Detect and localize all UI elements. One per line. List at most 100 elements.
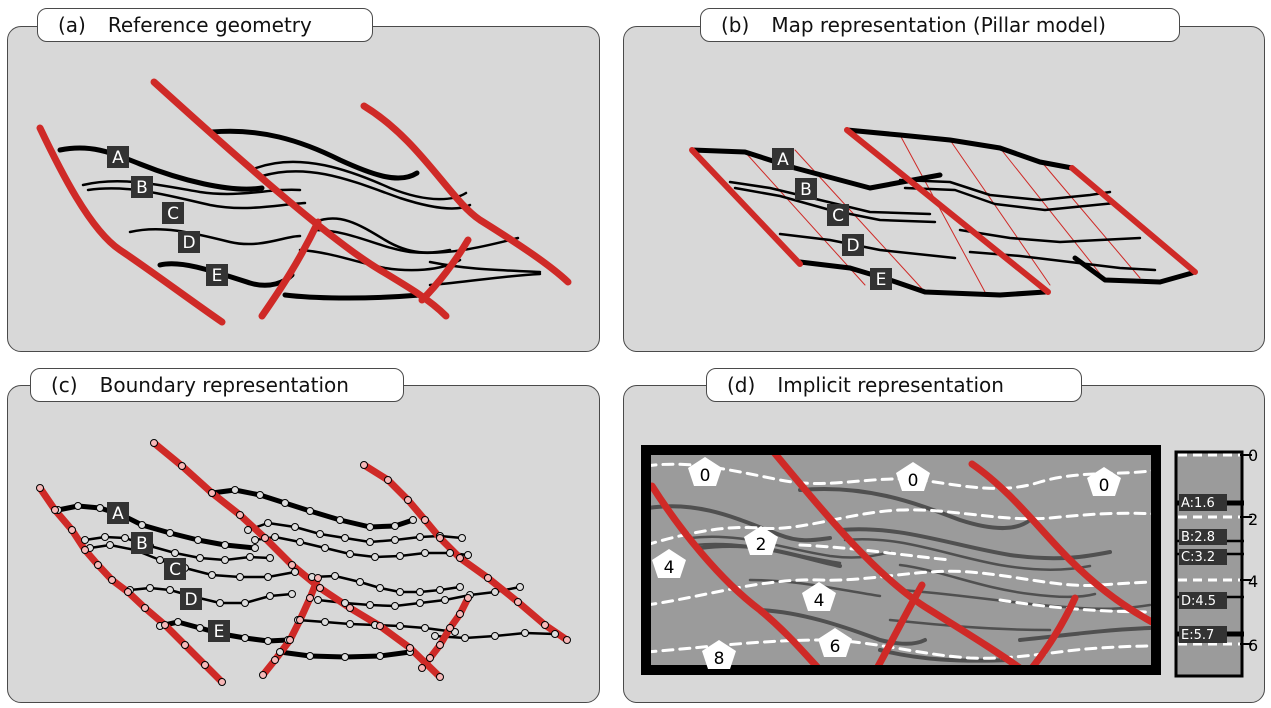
panel-d-title: Implicit representation bbox=[777, 373, 1004, 397]
horizon-vertex bbox=[341, 599, 349, 607]
panel-d-title-tab: (d) Implicit representation bbox=[706, 368, 1082, 402]
horizon-vertex bbox=[171, 549, 179, 557]
svg-text:8: 8 bbox=[714, 649, 725, 669]
horizon-vertex bbox=[456, 583, 464, 591]
horizon-vertex bbox=[416, 588, 424, 596]
horizon-vertex bbox=[376, 584, 384, 592]
scale-tick-6: 6 bbox=[1248, 636, 1258, 655]
panel-b-tag: (b) bbox=[721, 13, 750, 37]
horizon-vertex bbox=[396, 622, 404, 630]
horizon-vertex bbox=[421, 549, 429, 557]
horizon-vertex bbox=[216, 599, 224, 607]
horizon-vertex bbox=[241, 634, 249, 642]
horizon-vertex bbox=[241, 599, 249, 607]
horizon-vertex bbox=[138, 521, 146, 529]
scale-label-e: E:5.7 bbox=[1181, 628, 1214, 643]
horizon-vertex bbox=[516, 583, 524, 591]
contour-label: 4 bbox=[802, 582, 836, 611]
svg-text:2: 2 bbox=[756, 535, 767, 555]
panel-a-title-tab: (a) Reference geometry bbox=[37, 8, 373, 42]
horizon-vertex bbox=[396, 552, 404, 560]
fault-vertex bbox=[51, 506, 59, 514]
horizon-label-e: E bbox=[214, 622, 225, 642]
fault-vertex bbox=[150, 439, 158, 447]
fault-vertex bbox=[271, 656, 279, 664]
fault-vertex bbox=[81, 546, 89, 554]
horizon-vertex bbox=[436, 586, 444, 594]
horizon-vertex bbox=[416, 599, 424, 607]
horizon-vertex bbox=[196, 554, 204, 562]
scale-label-c: C:3.2 bbox=[1181, 550, 1215, 565]
fault-vertex bbox=[360, 461, 368, 469]
svg-text:4: 4 bbox=[664, 558, 675, 578]
horizon-label-e: E bbox=[876, 270, 887, 290]
fault-vertex bbox=[201, 661, 209, 669]
horizon-vertex bbox=[464, 551, 472, 559]
horizon-vertex bbox=[341, 653, 349, 661]
fault-vertex bbox=[236, 511, 244, 519]
horizon-label-c: C bbox=[169, 560, 181, 580]
horizon-vertex bbox=[276, 648, 284, 656]
horizon-vertex bbox=[321, 544, 329, 552]
horizon-vertex bbox=[101, 533, 109, 541]
horizon-vertex bbox=[316, 530, 324, 538]
scale-label-a: A:1.6 bbox=[1181, 496, 1215, 511]
fault-vertex bbox=[421, 516, 429, 524]
horizon-label-c: C bbox=[167, 204, 179, 224]
contour-label: 2 bbox=[744, 526, 778, 555]
horizon-vertex bbox=[288, 590, 296, 598]
scalar-scale-bar: A:1.6 B:2.8 C:3.2 D:4.5 E:5.7 0 2 4 6 bbox=[1174, 446, 1258, 678]
horizon-vertex bbox=[174, 618, 182, 626]
fault-vertex bbox=[261, 534, 269, 542]
horizon-vertex bbox=[446, 549, 454, 557]
horizon-vertex bbox=[421, 624, 429, 632]
fault-vertex bbox=[161, 621, 169, 629]
fault-vertex bbox=[141, 604, 149, 612]
horizon-vertex bbox=[271, 533, 279, 541]
implicit-model: 0 0 0 2 4 4 6 bbox=[641, 445, 1258, 678]
horizon-label-b: B bbox=[136, 178, 148, 198]
horizon-vertex bbox=[346, 620, 354, 628]
horizon-vertex bbox=[196, 624, 204, 632]
horizon-vertex bbox=[146, 584, 154, 592]
contour-label: 0 bbox=[1087, 467, 1121, 496]
horizon-vertex bbox=[291, 523, 299, 531]
horizon-vertex bbox=[366, 601, 374, 609]
svg-text:0: 0 bbox=[700, 466, 711, 486]
horizon-vertex bbox=[391, 522, 399, 530]
horizon-vertex bbox=[266, 592, 274, 600]
contour-label: 8 bbox=[702, 640, 736, 669]
svg-text:0: 0 bbox=[908, 471, 919, 491]
horizon-label-a: A bbox=[777, 150, 789, 170]
contour-labels: 0 0 0 2 4 4 6 bbox=[652, 457, 1121, 669]
horizon-vertex bbox=[441, 596, 449, 604]
horizon-vertex bbox=[336, 516, 344, 524]
fault-vertex bbox=[464, 594, 472, 602]
horizon-label-d: D bbox=[184, 590, 197, 610]
horizon-vertex bbox=[166, 586, 174, 594]
horizon-vertex bbox=[346, 550, 354, 558]
horizon-vertex bbox=[231, 486, 239, 494]
boundary-model bbox=[36, 439, 571, 686]
fault-vertex bbox=[418, 664, 426, 672]
horizon-vertex bbox=[264, 573, 272, 581]
fault-vertex bbox=[218, 678, 226, 686]
horizon-vertex bbox=[491, 632, 499, 640]
horizon-labels-a: A B C D E bbox=[107, 146, 228, 286]
horizon-label-e: E bbox=[212, 266, 223, 286]
horizon-label-b: B bbox=[136, 534, 148, 554]
horizon-vertex bbox=[121, 534, 129, 542]
horizon-vertex bbox=[264, 637, 272, 645]
horizon-vertex bbox=[366, 523, 374, 531]
scale-label-b: B:2.8 bbox=[1181, 530, 1215, 545]
scale-tick-2: 2 bbox=[1248, 510, 1258, 529]
horizon-vertex bbox=[314, 596, 322, 604]
fault-vertex bbox=[314, 574, 322, 582]
horizon-vertex bbox=[106, 541, 114, 549]
fault-vertex bbox=[94, 561, 102, 569]
fault-vertex bbox=[124, 588, 132, 596]
horizon-label-d: D bbox=[182, 233, 195, 253]
horizon-vertex bbox=[366, 538, 374, 546]
panel-c-tag: (c) bbox=[51, 373, 78, 397]
fault-vertex bbox=[259, 671, 267, 679]
